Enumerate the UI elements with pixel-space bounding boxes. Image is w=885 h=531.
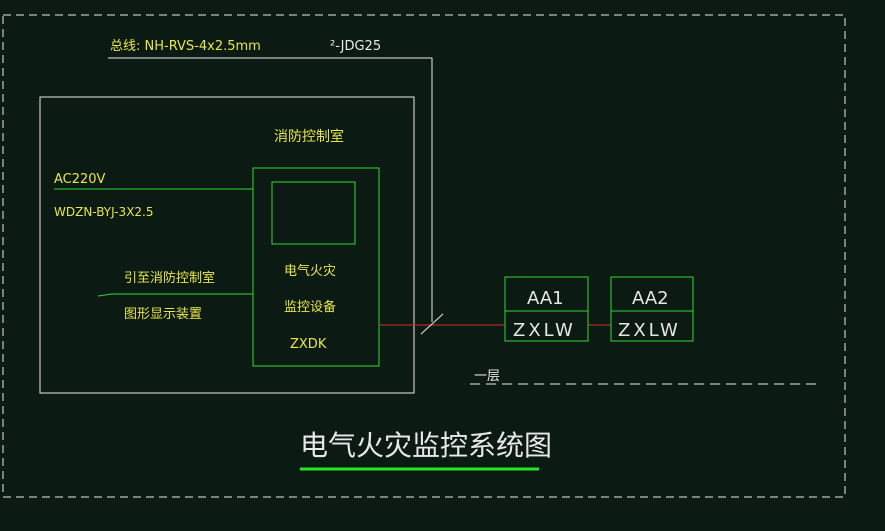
monitoring-device-box: [252, 167, 380, 367]
detector-aa1-model: ZXLW: [513, 320, 576, 341]
power-label: AC220V: [54, 172, 106, 187]
control-room-boundary: [39, 96, 415, 394]
device-model: ZXDK: [290, 337, 327, 352]
trunk-line: [108, 57, 433, 322]
floor-label: 一层: [474, 369, 500, 384]
cable-slash-mark: [420, 313, 444, 335]
device-name-1: 电气火灾: [284, 263, 336, 279]
detector-box-aa2: [610, 276, 694, 342]
power-cable-label: WDZN-BYJ-3X2.5: [54, 205, 154, 219]
conduit-label: ²-JDG25: [330, 39, 381, 54]
detector-aa1-id: AA1: [527, 288, 564, 309]
lead-label-1: 引至消防控制室: [124, 270, 215, 286]
device-name-2: 监控设备: [284, 299, 336, 315]
room-label: 消防控制室: [274, 128, 344, 145]
trunk-label: 总线: NH-RVS-4x2.5mm: [110, 39, 261, 54]
detector-aa2-id: AA2: [632, 288, 669, 309]
device-display-screen: [271, 181, 356, 245]
diagram-title: 电气火灾监控系统图: [300, 429, 552, 462]
graphics-display-lead-line: [97, 293, 253, 297]
lead-label-2: 图形显示装置: [124, 307, 202, 322]
detector-box-aa1: [504, 276, 589, 342]
detector-aa2-model: ZXLW: [618, 320, 681, 341]
outer-frame: [2, 14, 846, 498]
